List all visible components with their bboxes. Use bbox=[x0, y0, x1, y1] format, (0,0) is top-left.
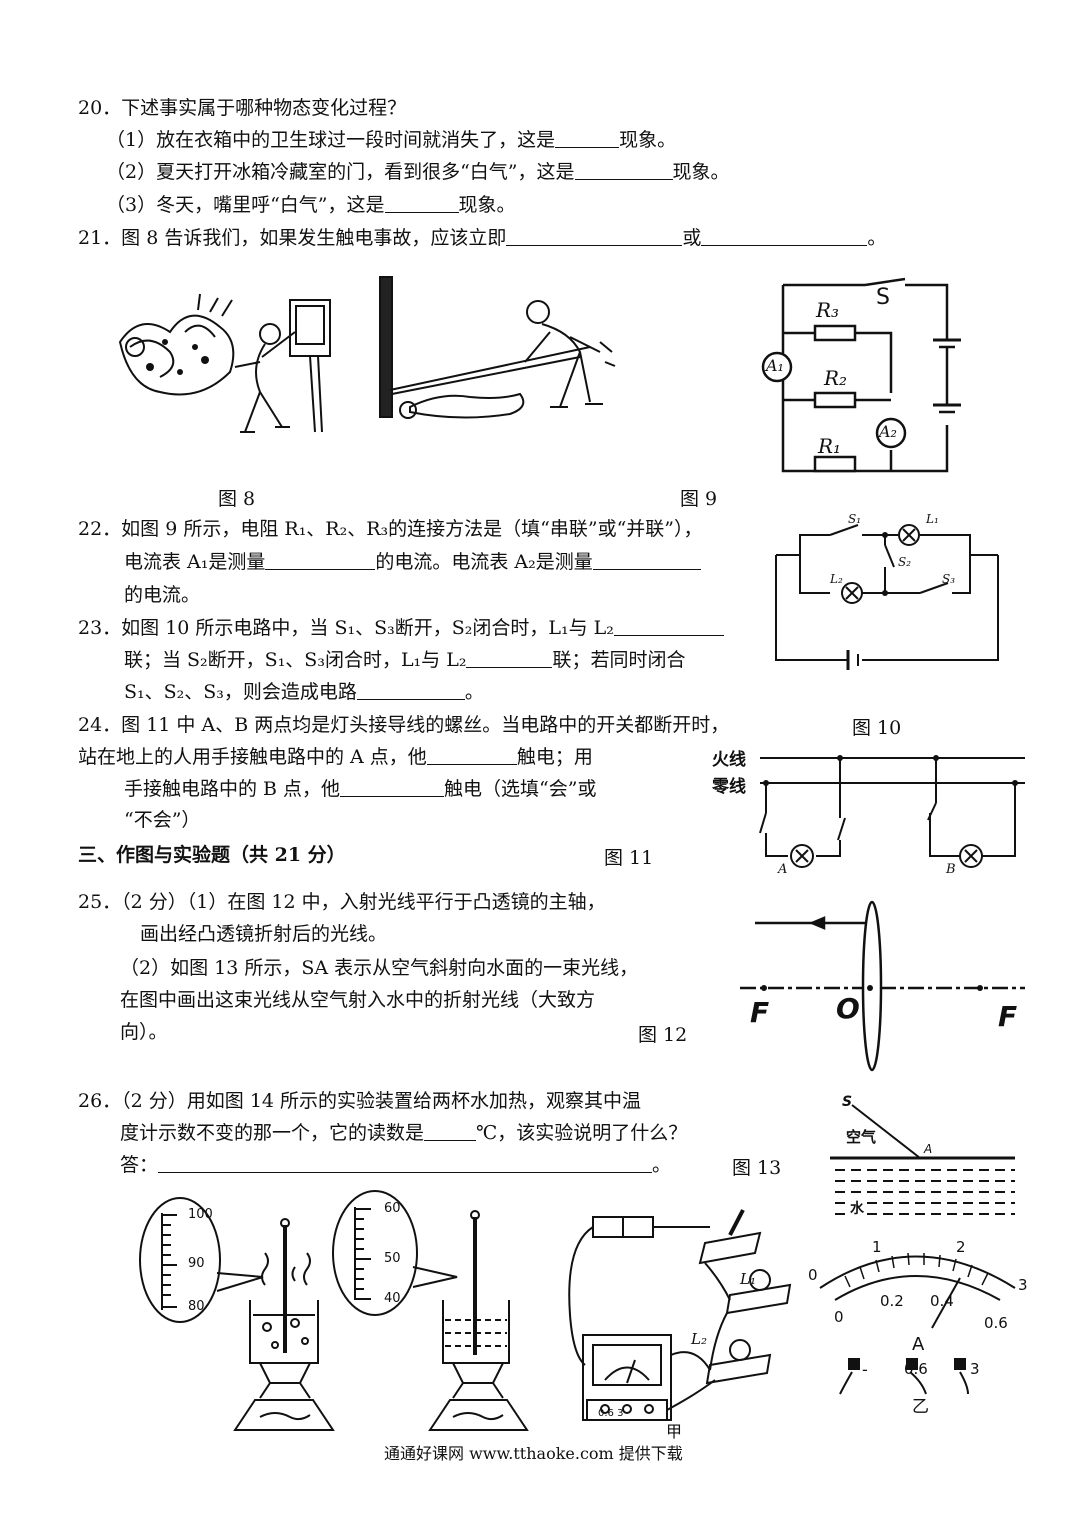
q23-line1: 23．如图 10 所示电路中，当 S₁、S₃断开，S₂闭合时，L₁与 L₂ bbox=[78, 616, 724, 640]
q24-line4: “不会”） bbox=[124, 809, 201, 831]
q20-part2: （2）夏天打开冰箱冷藏室的门，看到很多“白气”，这是现象。 bbox=[106, 161, 730, 183]
q22-blank2[interactable] bbox=[592, 551, 701, 570]
fig12-focus-left: F bbox=[750, 996, 770, 1029]
q23-blank1[interactable] bbox=[613, 617, 724, 636]
fig9-switch-label: S bbox=[876, 285, 890, 310]
q20-blank2[interactable] bbox=[574, 161, 673, 180]
ammeter-terminal-06: 0.6 bbox=[904, 1360, 928, 1378]
q24-line1: 24．图 11 中 A、B 两点均是灯头接导线的螺丝。当电路中的开关都断开时， bbox=[78, 714, 730, 736]
fig9-r2-label: R₂ bbox=[824, 366, 848, 390]
fig11-point-a: A bbox=[778, 862, 788, 877]
q22-blank1[interactable] bbox=[265, 551, 376, 570]
q24-blank2[interactable] bbox=[340, 778, 445, 797]
q22-line2: 电流表 A₁是测量的电流。电流表 A₂是测量 bbox=[124, 550, 701, 574]
fig10-caption: 图 10 bbox=[852, 717, 902, 739]
ammeter-bot-02: 0.2 bbox=[880, 1292, 904, 1310]
thermometer2-top: 60 bbox=[384, 1201, 401, 1216]
q22-line3: 的电流。 bbox=[124, 584, 201, 606]
fig9-r3-label: R₃ bbox=[816, 298, 840, 322]
fig11-caption: 图 11 bbox=[604, 847, 654, 869]
ammeter-top-1: 1 bbox=[872, 1238, 882, 1256]
circuit-jia bbox=[568, 1209, 792, 1421]
fig11-point-b: B bbox=[946, 862, 956, 877]
q25-line2: 画出经凸透镜折射后的光线。 bbox=[140, 923, 388, 945]
fig10-s3-label: S₃ bbox=[942, 572, 956, 586]
fig12-caption: 图 12 bbox=[638, 1024, 688, 1046]
fig10-l2-label: L₂ bbox=[830, 572, 843, 586]
q26-blank1[interactable] bbox=[424, 1122, 477, 1141]
q24-blank1[interactable] bbox=[426, 746, 517, 765]
q22-line1: 22．如图 9 所示，电阻 R₁、R₂、R₃的连接方法是（填“串联”或“并联”）… bbox=[78, 518, 703, 540]
q20-part3: （3）冬天，嘴里呼“白气”，这是现象。 bbox=[106, 194, 516, 216]
fig9-caption: 图 9 bbox=[680, 488, 718, 510]
q25-line1: 25．（2 分）（1）在图 12 中，入射光线平行于凸透镜的主轴， bbox=[78, 891, 606, 913]
yi-label: 乙 bbox=[912, 1397, 929, 1417]
thermometer2-bot: 40 bbox=[384, 1291, 401, 1306]
section3-title: 三、作图与实验题（共 21 分） bbox=[78, 844, 346, 866]
q26-line1: 26．（2 分）用如图 14 所示的实验装置给两杯水加热，观察其中温 bbox=[78, 1090, 642, 1112]
fig8-illustration bbox=[118, 276, 616, 433]
fig14-boiling-setup bbox=[139, 1190, 529, 1431]
q25-line4: 在图中画出这束光线从空气射入水中的折射光线（大致方 bbox=[120, 989, 596, 1011]
thermometer1-bot: 80 bbox=[188, 1299, 205, 1314]
fig12-focus-right: F bbox=[998, 1000, 1018, 1033]
thermometer1-mid: 90 bbox=[188, 1256, 205, 1271]
q26-line2: 度计示数不变的那一个，它的读数是℃，该实验说明了什么？ bbox=[120, 1122, 688, 1144]
jia-label: 甲 bbox=[666, 1422, 683, 1441]
q23-blank3[interactable] bbox=[356, 681, 465, 700]
q21-blank2[interactable] bbox=[701, 227, 868, 246]
q20-stem: 20．下述事实属于哪种物态变化过程？ bbox=[78, 97, 407, 119]
q23-blank2[interactable] bbox=[466, 649, 553, 668]
q23-line3: S₁、S₂、S₃，则会造成电路。 bbox=[124, 681, 484, 703]
q24-line2: 站在地上的人用手接触电路中的 A 点，他触电；用 bbox=[78, 746, 593, 768]
fig10-s1-label: S₁ bbox=[848, 512, 862, 526]
q20-blank1[interactable] bbox=[555, 129, 620, 148]
fig13-point-s: S bbox=[842, 1094, 853, 1110]
fig8-caption: 图 8 bbox=[218, 488, 256, 510]
q26-line3: 答：。 bbox=[120, 1154, 672, 1176]
fig11-circuit bbox=[759, 755, 1025, 868]
q21-line: 21．图 8 告诉我们，如果发生触电事故，应该立即或。 bbox=[78, 227, 887, 249]
ammeter-bot-06: 0.6 bbox=[984, 1314, 1008, 1332]
q25-line5: 向）。 bbox=[120, 1021, 168, 1043]
fig12-lens bbox=[740, 900, 1025, 1072]
q21-blank1[interactable] bbox=[506, 227, 683, 246]
fig13-water-label: 水 bbox=[850, 1198, 864, 1218]
ammeter-top-2: 2 bbox=[956, 1238, 966, 1256]
footer-watermark: 通通好课网 www.tthaoke.com 提供下载 bbox=[384, 1444, 683, 1463]
fig11-neutral-wire-label: 零线 bbox=[712, 777, 746, 797]
fig10-s2-label: S₂ bbox=[898, 555, 912, 569]
q20-blank3[interactable] bbox=[384, 194, 459, 213]
q20-part1: （1）放在衣箱中的卫生球过一段时间就消失了，这是现象。 bbox=[106, 129, 677, 151]
ammeter-bot-04: 0.4 bbox=[930, 1292, 954, 1310]
q24-line3: 手接触电路中的 B 点，他触电（选填“会”或 bbox=[124, 778, 597, 800]
fig9-circuit bbox=[761, 277, 961, 473]
ammeter-terminal-3: 3 bbox=[970, 1360, 980, 1378]
fig13-caption: 图 13 bbox=[732, 1157, 782, 1179]
jia-meter-terminals: 0.6 3 bbox=[598, 1408, 624, 1419]
fig13-point-a: A bbox=[924, 1142, 933, 1156]
jia-l1-label: L₁ bbox=[740, 1270, 756, 1288]
q25-line3: （2）如图 13 所示，SA 表示从空气斜射向水面的一束光线， bbox=[120, 957, 639, 979]
fig11-live-wire-label: 火线 bbox=[712, 750, 746, 770]
fig9-a2-label: A₂ bbox=[879, 422, 897, 441]
ammeter-bot-0: 0 bbox=[834, 1308, 844, 1326]
ammeter-top-0: 0 bbox=[808, 1266, 818, 1284]
fig9-r1-label: R₁ bbox=[818, 434, 842, 458]
q26-answer-blank[interactable] bbox=[158, 1154, 653, 1173]
ammeter-top-3: 3 bbox=[1018, 1276, 1028, 1294]
fig10-circuit bbox=[775, 524, 999, 670]
thermometer2-mid: 50 bbox=[384, 1251, 401, 1266]
jia-l2-label: L₂ bbox=[691, 1330, 707, 1348]
ammeter-terminal-minus: - bbox=[862, 1360, 868, 1379]
fig13-air-label: 空气 bbox=[846, 1128, 877, 1146]
fig12-optical-center: O bbox=[836, 992, 860, 1025]
fig13-refraction bbox=[830, 1104, 1015, 1215]
ammeter-yi bbox=[819, 1252, 1016, 1395]
fig10-l1-label: L₁ bbox=[926, 512, 939, 526]
thermometer1-top: 100 bbox=[188, 1207, 213, 1222]
fig9-a1-label: A₁ bbox=[766, 356, 784, 375]
ammeter-unit: A bbox=[912, 1334, 925, 1355]
